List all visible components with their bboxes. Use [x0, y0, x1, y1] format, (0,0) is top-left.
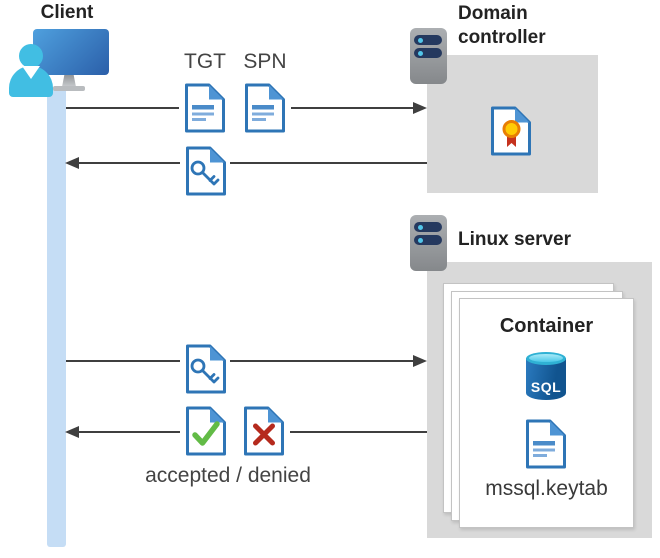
- accepted-document-icon: [186, 406, 226, 456]
- client-lifeline: [47, 88, 66, 547]
- tgt-document-icon: [185, 83, 225, 133]
- sql-cylinder-top: [526, 352, 566, 365]
- ticket-key-document-icon: [186, 344, 226, 394]
- sql-label: SQL: [530, 379, 562, 395]
- domain-controller-server-icon: [410, 28, 447, 84]
- arrowhead-left-icon: [65, 157, 79, 169]
- arrowhead-right-icon: [413, 355, 427, 367]
- keytab-label: mssql.keytab: [485, 477, 608, 500]
- domain-controller-label: Domain controller: [458, 3, 546, 48]
- keytab-document-icon: [526, 419, 566, 469]
- monitor-base-icon: [53, 86, 85, 91]
- client-label: Client: [40, 2, 94, 23]
- server-bar-icon: [414, 235, 442, 245]
- denied-document-icon: [244, 406, 284, 456]
- user-body-icon: [9, 66, 53, 97]
- ticket-key-document-icon: [186, 146, 226, 196]
- arrowhead-right-icon: [413, 102, 427, 114]
- server-bar-icon: [414, 48, 442, 58]
- certificate-icon: [491, 106, 531, 156]
- tgt-label: TGT: [184, 50, 226, 73]
- container-label: Container: [499, 315, 594, 337]
- accepted-denied-label: accepted / denied: [145, 464, 311, 487]
- container-card: Container SQL mssql.keytab: [459, 298, 634, 528]
- linux-server-label: Linux server: [458, 229, 571, 250]
- monitor-stand-icon: [62, 74, 76, 87]
- spn-label: SPN: [243, 50, 287, 73]
- spn-document-icon: [245, 83, 285, 133]
- server-bar-icon: [414, 222, 442, 232]
- user-head-icon: [19, 44, 43, 68]
- server-bar-icon: [414, 35, 442, 45]
- arrowhead-left-icon: [65, 426, 79, 438]
- sql-cylinder-body: [526, 358, 566, 400]
- sql-database-icon: SQL: [526, 352, 566, 402]
- linux-server-icon: [410, 215, 447, 271]
- monitor-icon: [33, 29, 109, 75]
